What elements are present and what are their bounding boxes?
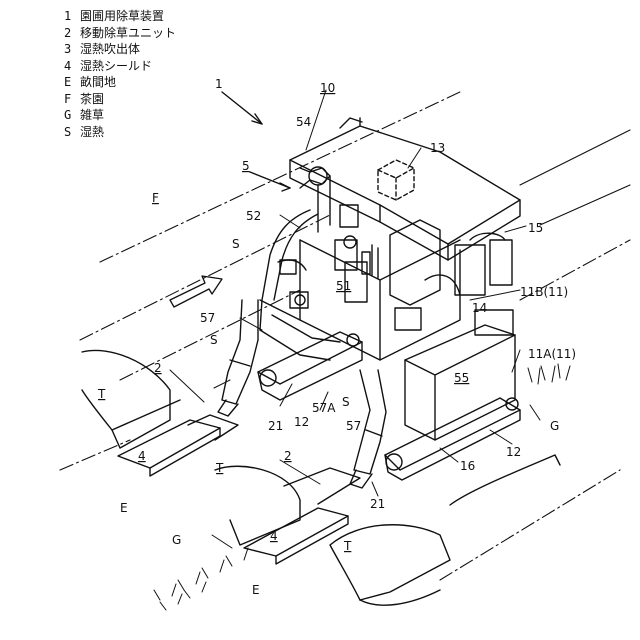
label-55: 55 bbox=[454, 371, 469, 385]
label-10: 10 bbox=[320, 81, 335, 95]
label-12-right: 12 bbox=[506, 445, 521, 459]
blower-arm-left bbox=[218, 300, 258, 416]
label-2-center: 2 bbox=[284, 449, 292, 463]
label-57-left: 57 bbox=[200, 311, 215, 325]
label-4-center: 4 bbox=[270, 529, 278, 543]
label-T-right: T bbox=[343, 539, 352, 553]
label-S-mid: S bbox=[210, 333, 218, 347]
label-11B: 11B(11) bbox=[520, 285, 568, 299]
label-15: 15 bbox=[528, 221, 543, 235]
label-S-top: S bbox=[232, 237, 240, 251]
label-T-left: T bbox=[97, 387, 106, 401]
label-11A: 11A(11) bbox=[528, 347, 576, 361]
shield-center bbox=[244, 468, 360, 564]
label-E-center: E bbox=[252, 583, 260, 597]
weeds-left bbox=[154, 548, 248, 610]
label-16: 16 bbox=[460, 459, 475, 473]
label-57A: 57A bbox=[312, 401, 336, 415]
label-21-center: 21 bbox=[370, 497, 385, 511]
field-boundary-line bbox=[520, 130, 630, 185]
reference-labels: 1 10 13 54 5 F 52 S 15 51 14 11B(11) 57 … bbox=[97, 77, 576, 597]
label-51: 51 bbox=[336, 279, 351, 293]
label-13: 13 bbox=[430, 141, 445, 155]
leader-lines bbox=[170, 90, 540, 548]
label-12-mid: 12 bbox=[294, 415, 309, 429]
tea-rows bbox=[82, 350, 560, 605]
label-21-left: 21 bbox=[268, 419, 283, 433]
label-G-right: G bbox=[550, 419, 559, 433]
label-52: 52 bbox=[246, 209, 261, 223]
label-57-mid: 57 bbox=[346, 419, 361, 433]
field-rows bbox=[60, 92, 630, 580]
label-G-left: G bbox=[172, 533, 181, 547]
roof-box-13 bbox=[378, 160, 414, 200]
label-T-center: T bbox=[215, 461, 224, 475]
canopy-roof bbox=[290, 118, 520, 260]
label-2-left: 2 bbox=[154, 361, 162, 375]
label-E-left: E bbox=[120, 501, 128, 515]
label-1: 1 bbox=[215, 77, 223, 91]
weeds-right bbox=[528, 364, 570, 384]
label-4-left: 4 bbox=[138, 449, 146, 463]
label-14: 14 bbox=[472, 301, 487, 315]
label-S-right: S bbox=[342, 395, 350, 409]
crawler-track-left bbox=[258, 332, 362, 400]
label-5: 5 bbox=[242, 159, 250, 173]
label-54: 54 bbox=[296, 115, 311, 129]
label-F: F bbox=[152, 191, 159, 205]
